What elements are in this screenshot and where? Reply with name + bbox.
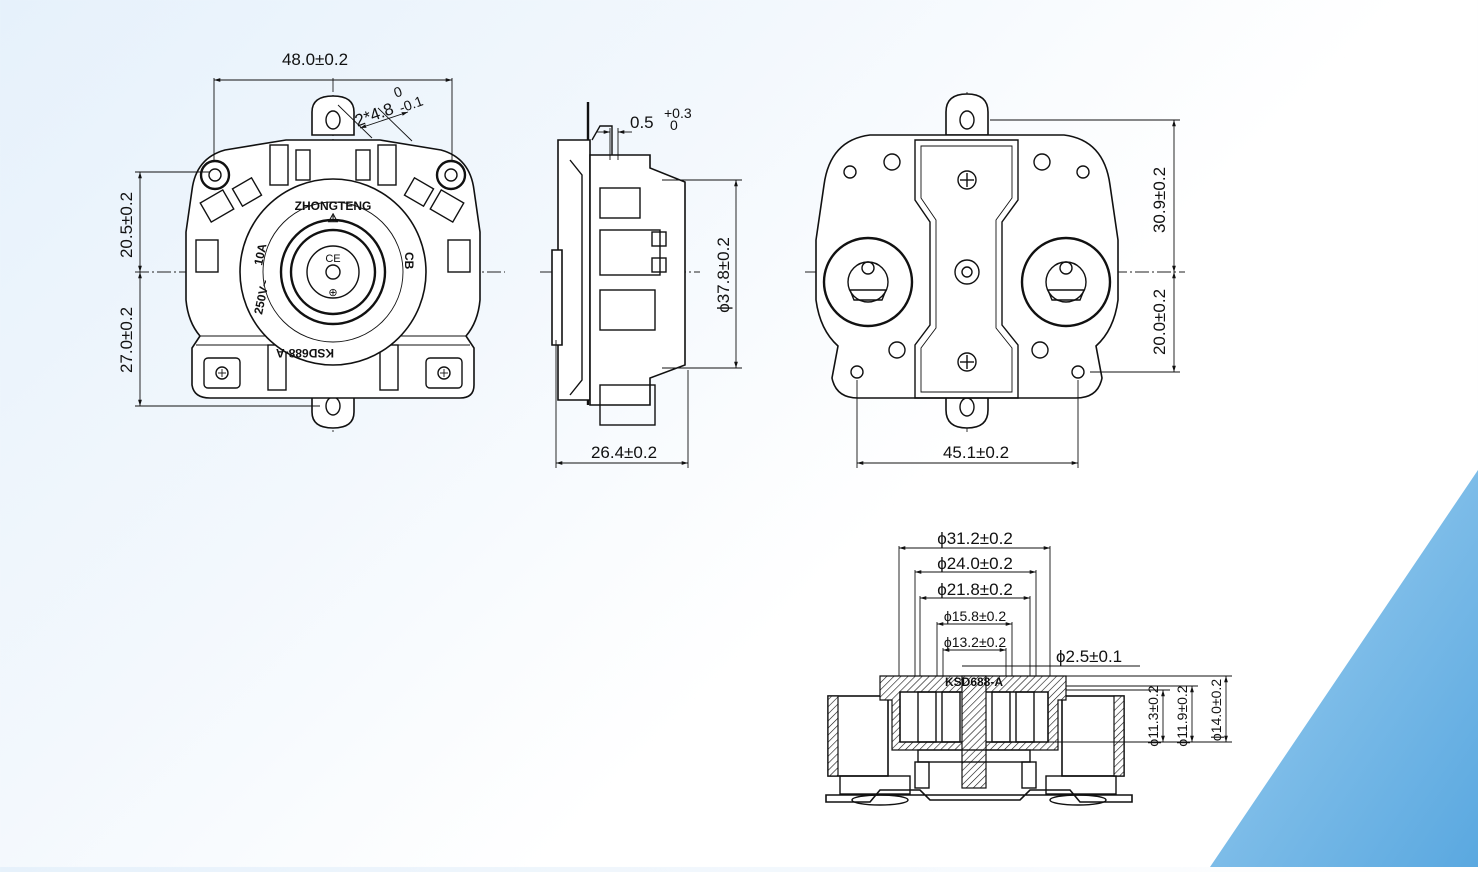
back-terminal-right-pin [1059,261,1073,275]
front-stamp-model: KSD688-A [276,346,334,360]
front-dial-ring-inner [289,228,377,316]
section-d2-dim: ϕ24.0±0.2 [937,554,1013,573]
back-center-rivet-inner [961,266,973,278]
front-lower-left-hole [215,366,229,380]
front-view: CE ⊕ ZHONGTENG ⚠ 250V~ 10A CB KSD688-A 4… [117,50,505,432]
front-boss-upper-right [435,159,467,191]
front-hole-leader-1 [337,104,373,139]
back-terminal-left [822,236,914,328]
back-screw-top [957,170,977,190]
back-terminal-left-pin [861,261,875,275]
section-h2-dim: ϕ11.9±0.2 [1174,685,1190,746]
section-height-ext [1040,675,1232,743]
side-view: 0.5 +0.3 0 ϕ37.8±0.2 26.4±0.2 [540,102,742,468]
back-terminal-right-clip [1046,289,1086,301]
front-boss-upper-left-hole [208,168,222,182]
accent-corner-shape [1210,470,1478,867]
side-disc [551,249,563,346]
back-terminal-left-clip [848,289,888,301]
back-center-plate-inner [920,145,1013,393]
back-boss-ul [883,153,901,171]
front-lower-right-pad [425,357,463,389]
front-top-tab-hole [325,110,341,130]
front-stamp-brand: ZHONGTENG [295,199,372,213]
front-lower-left-pad [203,357,241,389]
section-base [825,789,1133,803]
cert-mark-icon: ⊕ [328,287,337,299]
back-boss-lr [1031,341,1049,359]
section-view: KSD688-A ϕ31.2±0.2 ϕ24.0±0.2 ϕ21.8±0.2 ϕ… [825,529,1232,806]
section-cup-bottom [917,749,1031,763]
front-width-dim: 48.0±0.2 [282,50,348,69]
front-dial-outer [239,178,427,366]
warning-triangle-icon: ⚠ [328,211,339,225]
back-center-plate [914,139,1019,399]
back-hole-ur [1076,165,1090,179]
back-center-rivet [954,259,980,285]
side-body-right [589,154,686,406]
front-bottom-tab [311,394,355,429]
front-boss-upper-right-hole [444,168,458,182]
front-dial-center [325,264,341,280]
front-lower-height-dim: 27.0±0.2 [117,307,136,373]
back-hole-ul [843,165,857,179]
section-base-pad-right [1049,794,1107,806]
section-cup-ribs [917,691,1035,743]
section-flange-left-hatch [827,695,839,777]
section-ext-lines [898,546,1051,676]
front-hole-tol-lower: -0.1 [397,92,425,115]
side-offset-dim: 0.5 [630,113,654,132]
section-h3-dim: ϕ14.0±0.2 [1208,679,1224,741]
front-dial-ring [279,218,387,326]
front-stamp-current: 10A [251,242,269,267]
ce-mark-icon: CE [325,253,340,265]
section-d6-dim: ϕ2.5±0.1 [1056,647,1122,666]
back-screw-bottom [957,352,977,372]
back-hole-spacing-dim: 45.1±0.2 [943,443,1009,462]
section-d3-dim: ϕ21.8±0.2 [937,580,1013,599]
side-details [569,125,667,426]
front-top-tab [311,95,355,136]
section-flange-right-hatch [1113,695,1125,777]
back-terminal-right [1020,236,1112,328]
back-boss-ll [888,341,906,359]
front-dial-core [306,245,360,299]
section-d1-dim: ϕ31.2±0.2 [937,529,1013,548]
section-base-block-left [839,775,911,795]
side-offset-tol-upper: +0.3 [664,105,692,121]
section-h1-dim: ϕ11.3±0.2 [1145,685,1161,746]
back-bottom-tab [945,394,989,429]
front-upper-height-dim: 20.5±0.2 [117,192,136,258]
section-leg-left [914,761,930,789]
front-hole-dim-group: 2*4.8 0 -0.1 [352,83,425,131]
front-dial-text-ring [262,201,404,343]
back-lower-height-dim: 20.0±0.2 [1150,289,1169,355]
back-view: 30.9±0.2 20.0±0.2 45.1±0.2 [805,92,1185,468]
section-base-block-right [1045,775,1117,795]
side-depth-dim: 26.4±0.2 [591,443,657,462]
section-base-pad-left [851,794,909,806]
front-boss-upper-left [199,159,231,191]
back-top-tab-hole [959,110,975,130]
side-diameter-dim: ϕ37.8±0.2 [714,237,733,313]
back-hole-ll [850,365,864,379]
back-top-tab [945,93,989,136]
front-stamp-cert: CB [402,252,416,270]
back-boss-ur [1033,153,1051,171]
back-upper-height-dim: 30.9±0.2 [1150,167,1169,233]
front-hole-dim-line [359,111,409,129]
section-center-pin [961,675,987,789]
front-hole-dim: 2*4.8 [352,99,396,130]
section-d4-dim: ϕ15.8±0.2 [944,608,1006,624]
front-terminals [195,144,471,391]
side-offset-tol-lower: 0 [670,117,678,133]
front-lower-right-hole [437,366,451,380]
section-d5-dim: ϕ13.2±0.2 [944,634,1006,650]
section-leg-right [1021,761,1037,789]
back-hole-lr [1071,365,1085,379]
section-stamp: KSD688-A [945,675,1003,689]
